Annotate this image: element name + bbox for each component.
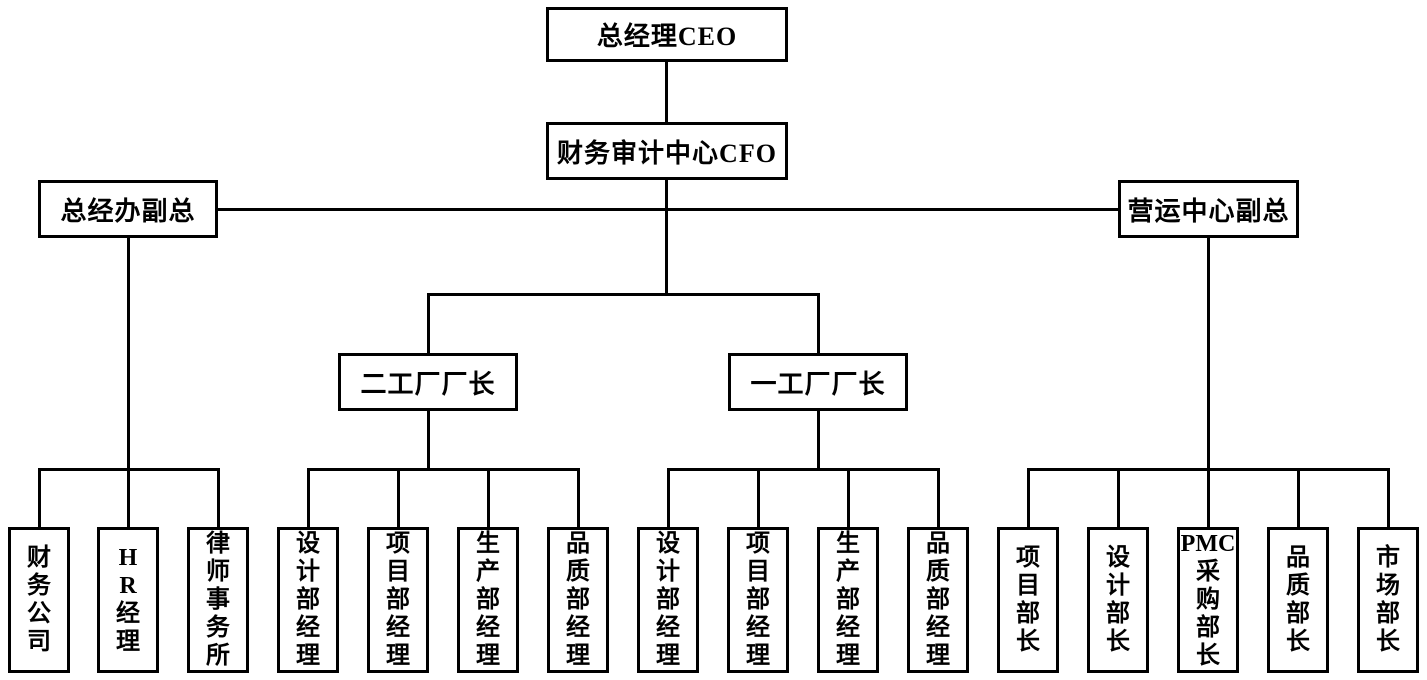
node-quality-dept-chief: 品 质 部 长 xyxy=(1267,527,1329,673)
connector-factory2-group-horizontal xyxy=(307,468,580,471)
node-factory1-label: 一工厂厂长 xyxy=(750,369,886,399)
node-ceo-label: 总经理CEO xyxy=(596,22,738,51)
connector-drop xyxy=(38,468,41,529)
node-pmc-purchasing-dept-chief: PMC 采 购 部 长 xyxy=(1177,527,1239,673)
connector-drop xyxy=(1297,468,1300,529)
connector-factory1-group-horizontal xyxy=(667,468,940,471)
leaf-label: PMC 采 购 部 长 xyxy=(1180,531,1236,669)
connector-drop xyxy=(1387,468,1390,529)
node-f1-project-dept-manager: 项 目 部 经 理 xyxy=(727,527,789,673)
node-ops-center-label: 营运中心副总 xyxy=(1127,196,1290,226)
node-design-dept-chief: 设 计 部 长 xyxy=(1087,527,1149,673)
leaf-label: 品 质 部 长 xyxy=(1286,545,1310,655)
node-f2-project-dept-manager: 项 目 部 经 理 xyxy=(367,527,429,673)
node-f2-design-dept-manager: 设 计 部 经 理 xyxy=(277,527,339,673)
connector-ops-center-down xyxy=(1207,237,1210,471)
connector-drop xyxy=(217,468,220,529)
node-factory2-director: 二工厂厂长 xyxy=(338,353,518,411)
leaf-label: 设 计 部 长 xyxy=(1106,545,1130,655)
node-f1-quality-dept-manager: 品 质 部 经 理 xyxy=(907,527,969,673)
leaf-label: 项 目 部 经 理 xyxy=(746,531,770,669)
node-cfo-label: 财务审计中心CFO xyxy=(557,138,777,168)
leaf-label: 律 师 事 务 所 xyxy=(206,531,230,669)
node-law-firm: 律 师 事 务 所 xyxy=(187,527,249,673)
node-f2-quality-dept-manager: 品 质 部 经 理 xyxy=(547,527,609,673)
node-finance-company: 财 务 公 司 xyxy=(8,527,70,673)
leaf-label: 生 产 部 经 理 xyxy=(476,531,500,669)
node-ceo: 总经理CEO xyxy=(546,7,788,62)
connector-ceo-cfo xyxy=(665,60,668,124)
connector-drop xyxy=(1207,468,1210,529)
leaf-label: 财 务 公 司 xyxy=(27,545,51,655)
leaf-label: 品 质 部 经 理 xyxy=(566,531,590,669)
leaf-label: 品 质 部 经 理 xyxy=(926,531,950,669)
leaf-label: 项 目 部 长 xyxy=(1016,545,1040,655)
connector-factory2-drop xyxy=(427,294,430,356)
leaf-label: 设 计 部 经 理 xyxy=(296,531,320,669)
connector-drop xyxy=(1117,468,1120,529)
connector-drop xyxy=(757,468,760,529)
node-market-dept-chief: 市 场 部 长 xyxy=(1357,527,1419,673)
connector-factories-horizontal xyxy=(427,293,820,296)
node-ops-center-deputy: 营运中心副总 xyxy=(1118,180,1299,238)
node-gm-office-label: 总经办副总 xyxy=(60,196,196,226)
connector-drop xyxy=(1027,468,1030,529)
node-f1-production-dept-manager: 生 产 部 经 理 xyxy=(817,527,879,673)
connector-gm-office-down xyxy=(127,237,130,471)
connector-drop xyxy=(397,468,400,529)
connector-cfo-down xyxy=(665,178,668,296)
connector-drop xyxy=(307,468,310,529)
node-factory1-director: 一工厂厂长 xyxy=(728,353,908,411)
node-f2-production-dept-manager: 生 产 部 经 理 xyxy=(457,527,519,673)
leaf-label: 设 计 部 经 理 xyxy=(656,531,680,669)
leaf-label: 项 目 部 经 理 xyxy=(386,531,410,669)
connector-drop xyxy=(487,468,490,529)
connector-factory2-down xyxy=(427,410,430,470)
node-hr-manager: H R 经 理 xyxy=(97,527,159,673)
connector-factory1-down xyxy=(817,410,820,470)
node-factory2-label: 二工厂厂长 xyxy=(360,369,496,399)
connector-drop xyxy=(127,468,130,529)
leaf-label: H R 经 理 xyxy=(116,545,140,655)
connector-drop xyxy=(667,468,670,529)
node-gm-office-deputy: 总经办副总 xyxy=(38,180,218,238)
leaf-label: 市 场 部 长 xyxy=(1376,545,1400,655)
node-f1-design-dept-manager: 设 计 部 经 理 xyxy=(637,527,699,673)
node-project-dept-chief: 项 目 部 长 xyxy=(997,527,1059,673)
leaf-label: 生 产 部 经 理 xyxy=(836,531,860,669)
connector-drop xyxy=(937,468,940,529)
connector-deputies-horizontal xyxy=(218,208,1118,211)
connector-drop xyxy=(847,468,850,529)
connector-factory1-drop xyxy=(817,294,820,356)
connector-drop xyxy=(577,468,580,529)
node-cfo: 财务审计中心CFO xyxy=(546,122,788,180)
